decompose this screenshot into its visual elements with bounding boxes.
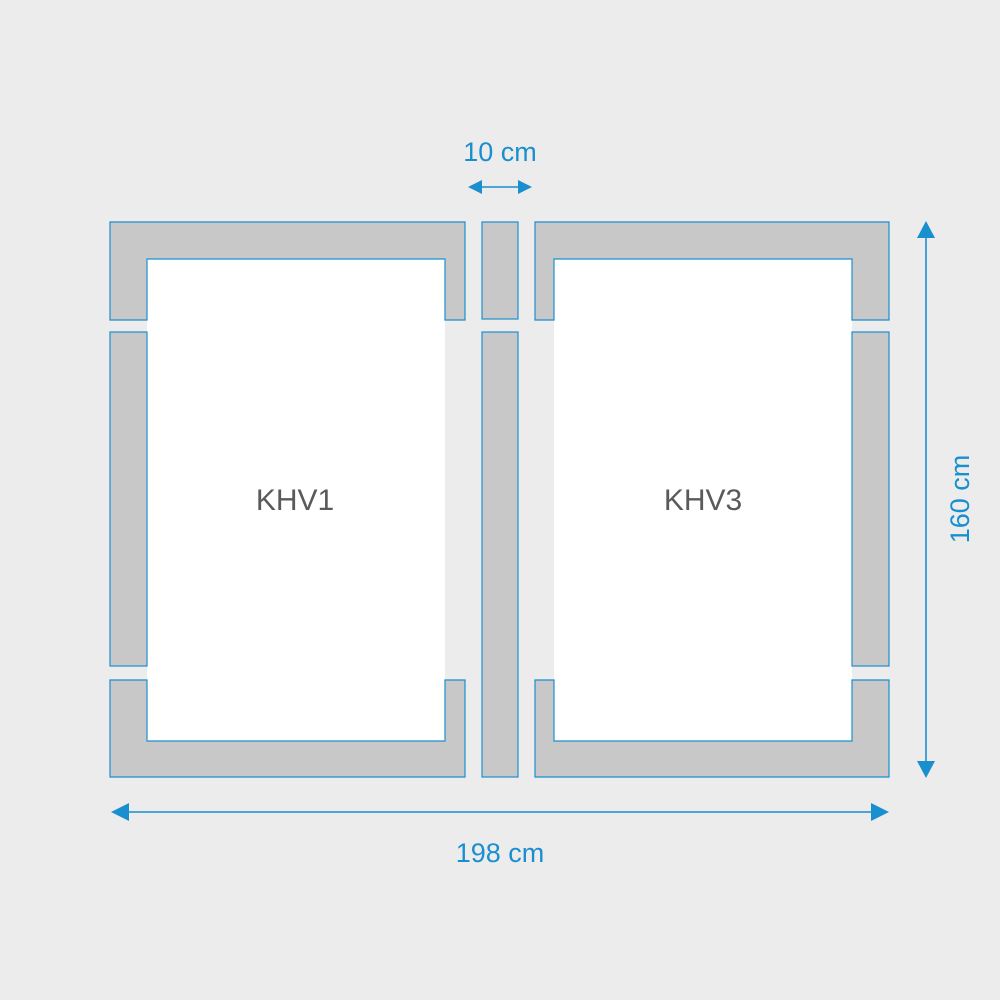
width-arrow-left-icon: [111, 803, 129, 821]
height-dimension-label: 160 cm: [945, 455, 975, 544]
flashing-top-left-piece: [109, 221, 466, 321]
divider-main-piece: [481, 331, 519, 778]
width-dimension: 198 cm: [111, 803, 889, 868]
window-khv1-label: KHV1: [256, 484, 334, 517]
gap-dimension: 10 cm: [463, 137, 537, 194]
flashing-right-side-piece: [851, 331, 890, 667]
height-arrow-up-icon: [917, 221, 935, 238]
window-khv1: KHV1: [109, 221, 466, 778]
flashing-bottom-right-piece: [534, 679, 890, 778]
height-dimension: 160 cm: [917, 221, 975, 778]
width-arrow-right-icon: [871, 803, 889, 821]
window-khv3: KHV3: [534, 221, 890, 778]
window-khv1-glass: [147, 259, 445, 741]
center-divider: [481, 221, 519, 778]
divider-top-piece: [481, 221, 519, 320]
flashing-bottom-left-piece: [109, 679, 466, 778]
window-khv3-glass: [554, 259, 852, 741]
gap-arrow-left-icon: [468, 180, 482, 194]
flashing-top-right-piece: [534, 221, 890, 321]
gap-arrow-right-icon: [518, 180, 532, 194]
width-dimension-label: 198 cm: [456, 838, 545, 868]
height-arrow-down-icon: [917, 761, 935, 778]
flashing-left-side-piece: [109, 331, 148, 667]
window-khv3-label: KHV3: [664, 484, 742, 517]
gap-dimension-label: 10 cm: [463, 137, 537, 167]
